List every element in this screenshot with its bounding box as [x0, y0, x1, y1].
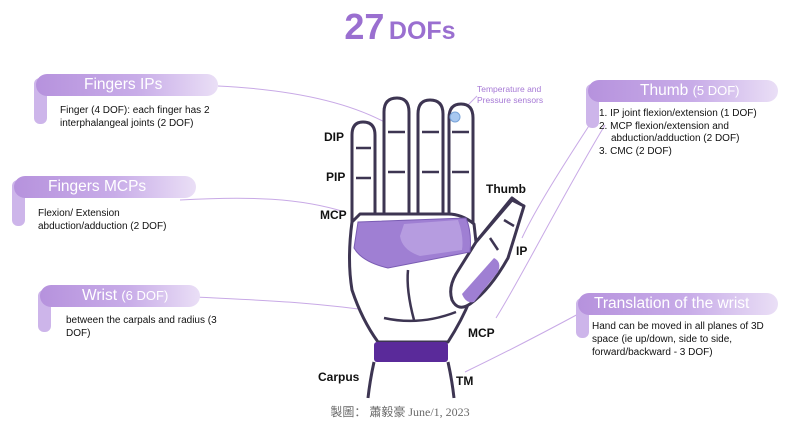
thumb-dof: (5 DOF): [692, 83, 740, 98]
fingers-ips-pill: Fingers IPs: [36, 74, 218, 96]
translation-pill: Translation of the wrist: [578, 293, 778, 315]
label-mcp-thumb: MCP: [468, 326, 495, 340]
title-number: 27: [344, 6, 385, 47]
thumb-item-3: 3. CMC (2 DOF): [599, 145, 672, 157]
label-carpus: Carpus: [318, 370, 360, 384]
thumb-pad: [462, 258, 500, 303]
fingers-ips-title: Fingers IPs: [84, 76, 163, 93]
leader-thumb-1: [521, 111, 599, 239]
finger-ring: [382, 96, 411, 224]
finger-index: [447, 102, 475, 230]
forearm: [366, 361, 456, 399]
wrist-text: between the carpals and radius (3 DOF): [66, 314, 217, 340]
fingers-ips-text: Finger (4 DOF): each finger has 2 interp…: [60, 104, 210, 130]
wrist-title: Wrist: [82, 287, 118, 304]
label-dip: DIP: [324, 130, 345, 144]
joint-ticks: [356, 130, 515, 251]
palm-inner-shape: [400, 220, 463, 256]
fingers-ips-line-1: Finger (4 DOF): each finger has 2: [60, 105, 210, 116]
translation-line-2: space (ie up/down, side to side,: [592, 334, 733, 345]
finger-middle: [416, 98, 445, 220]
wrist-band: [374, 342, 448, 362]
label-thumb: Thumb: [486, 182, 526, 196]
thumb-list: 1. IP joint flexion/extension (1 DOF) 2.…: [599, 108, 757, 158]
thumb-item-2: 2. MCP flexion/extension and: [599, 120, 729, 132]
label-pip: PIP: [326, 170, 346, 184]
wrist-line-1: between the carpals and radius (3: [66, 315, 217, 326]
label-ip: IP: [516, 244, 528, 258]
sensor-dot: [449, 111, 461, 123]
sensor-label-line-1: Temperature and: [477, 84, 542, 94]
label-tm: TM: [456, 374, 474, 388]
wrist-line-2: DOF): [66, 328, 91, 339]
wrist-pill: Wrist (6 DOF): [40, 285, 200, 307]
translation-line-3: forward/backward - 3 DOF): [592, 347, 713, 358]
leader-fingers-mcps: [179, 197, 346, 213]
leader-wrist: [179, 295, 381, 313]
thumb-title: Thumb: [640, 82, 689, 99]
fingers-mcps-text: Flexion/ Extension abduction/adduction (…: [38, 207, 166, 233]
fingers-mcps-line-2: abduction/adduction (2 DOF): [38, 221, 167, 232]
leader-translation: [464, 311, 583, 373]
thumb: [449, 198, 526, 309]
sensor-label-line-2: Pressure sensors: [477, 95, 544, 105]
label-mcp: MCP: [320, 208, 347, 222]
thumb-item-2-cont: abduction/adduction (2 DOF): [611, 133, 740, 144]
fingers-mcps-line-1: Flexion/ Extension: [38, 208, 120, 219]
fingers-mcps-title: Fingers MCPs: [48, 178, 147, 195]
translation-title: Translation of the wrist: [594, 295, 750, 312]
diagram-title: 27 DOFs: [0, 6, 800, 48]
wrist-dof: (6 DOF): [121, 288, 169, 303]
fingers-ips-line-2: interphalangeal joints (2 DOF): [60, 118, 194, 129]
thumb-item-1: 1. IP joint flexion/extension (1 DOF): [599, 108, 757, 119]
sensor-label: Temperature and Pressure sensors: [477, 84, 543, 106]
translation-text: Hand can be moved in all planes of 3D sp…: [592, 320, 764, 359]
fingers-mcps-pill: Fingers MCPs: [14, 176, 196, 198]
thumb-pill: Thumb (5 DOF): [588, 80, 778, 102]
title-unit: DOFs: [388, 17, 456, 45]
leader-thumb-2: [495, 124, 606, 319]
palm-creases: [383, 269, 457, 323]
figure-credit: 製圖： 蕭毅豪 June/1, 2023: [330, 405, 470, 419]
translation-line-1: Hand can be moved in all planes of 3D: [592, 321, 764, 332]
